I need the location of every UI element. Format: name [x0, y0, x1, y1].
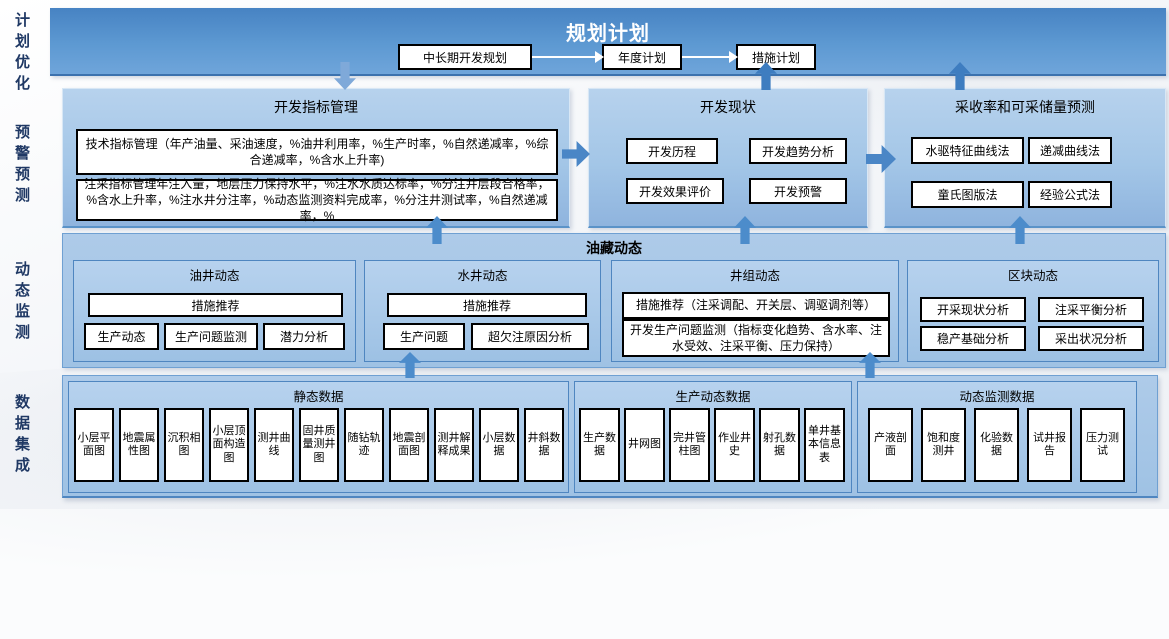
- dev-warning-box: 开发预警: [749, 178, 847, 204]
- data-cell: 饱和度测井: [921, 408, 966, 482]
- oil-well-dynamics-title: 油井动态: [189, 269, 240, 283]
- waterdrive-curve-box: 水驱特征曲线法: [911, 137, 1024, 164]
- data-cell: 地震剖面图: [389, 408, 429, 482]
- monitoring-data-section: 动态监测数据 产液剖面 饱和度测井 化验数据 试井报告 压力测试: [857, 381, 1137, 493]
- data-cell: 测井解释成果: [434, 408, 474, 482]
- well-group-dynamics-title: 井组动态: [729, 269, 780, 283]
- data-cell: 生产数据: [579, 408, 620, 482]
- block-recovery-status-box: 开采现状分析: [920, 297, 1026, 322]
- water-injection-cause-box: 超欠注原因分析: [471, 323, 589, 350]
- block-output-status-box: 采出状况分析: [1038, 326, 1144, 351]
- block-stable-base-box: 稳产基础分析: [920, 326, 1026, 351]
- development-status-title: 开发现状: [700, 99, 756, 115]
- development-status-panel: 开发现状 开发历程 开发趋势分析 开发效果评价 开发预警: [588, 88, 868, 228]
- data-cell: 完井管柱图: [669, 408, 710, 482]
- data-cell: 小层平面图: [74, 408, 114, 482]
- static-data-title: 静态数据: [293, 390, 344, 404]
- step-longterm-plan: 中长期开发规划: [398, 44, 532, 70]
- water-production-problem-box: 生产问题: [383, 323, 465, 350]
- recovery-prediction-title: 采收率和可采储量预测: [955, 99, 1095, 115]
- oil-potential-analysis-box: 潜力分析: [263, 323, 345, 350]
- recovery-prediction-panel: 采收率和可采储量预测 水驱特征曲线法 递减曲线法 童氏图版法 经验公式法: [884, 88, 1166, 228]
- data-cell: 井网图: [624, 408, 665, 482]
- data-cell: 随钻轨迹: [344, 408, 384, 482]
- monitoring-data-title: 动态监测数据: [959, 390, 1035, 404]
- sidebar-label-data-integration: 数据集成: [13, 394, 30, 478]
- data-cell: 产液剖面: [868, 408, 913, 482]
- data-cell: 压力测试: [1080, 408, 1125, 482]
- production-data-cells: 生产数据 井网图 完井管柱图 作业井史 射孔数据 单井基本信息表: [579, 408, 845, 482]
- reservoir-dynamics-band: 油藏动态 油井动态 措施推荐 生产动态 生产问题监测 潜力分析 水井动态 措施推…: [62, 233, 1166, 368]
- static-data-cells: 小层平面图 地震属性图 沉积相图 小层顶面构造图 测井曲线 固井质量测井图 随钻…: [74, 408, 564, 482]
- dev-history-box: 开发历程: [626, 138, 718, 164]
- well-group-dynamics-panel: 井组动态 措施推荐（注采调配、开关层、调驱调剂等） 开发生产问题监测（指标变化趋…: [611, 260, 899, 362]
- data-cell: 小层数据: [479, 408, 519, 482]
- water-well-dynamics-panel: 水井动态 措施推荐 生产问题 超欠注原因分析: [364, 260, 601, 362]
- water-measure-recommend-box: 措施推荐: [387, 293, 587, 317]
- data-cell: 试井报告: [1027, 408, 1072, 482]
- block-dynamics-title: 区块动态: [1007, 269, 1058, 283]
- injection-indicator-box: 注采指标管理年注入量，地层压力保持水平，%注水水质达标率，%分注井层段合格率，%…: [76, 177, 558, 223]
- dev-effect-box: 开发效果评价: [626, 178, 724, 204]
- data-cell: 地震属性图: [119, 408, 159, 482]
- group-problem-monitor-box: 开发生产问题监测（指标变化趋势、含水率、注水受效、注采平衡、压力保持）: [622, 319, 890, 357]
- block-injection-balance-box: 注采平衡分析: [1038, 297, 1144, 322]
- step-measure-plan: 措施计划: [736, 44, 816, 70]
- step-annual-plan: 年度计划: [602, 44, 682, 70]
- sidebar-label-plan-optimization: 计划优化: [13, 12, 30, 96]
- data-cell: 单井基本信息表: [804, 408, 845, 482]
- dev-trend-box: 开发趋势分析: [749, 138, 847, 164]
- tong-chart-box: 童氏图版法: [911, 181, 1024, 208]
- sidebar-label-warning-forecast: 预警预测: [13, 124, 30, 208]
- oil-problem-monitor-box: 生产问题监测: [164, 323, 258, 350]
- indicator-management-title: 开发指标管理: [274, 99, 358, 115]
- data-cell: 小层顶面构造图: [209, 408, 249, 482]
- step-arrow-right-icon: [532, 51, 604, 63]
- data-cell: 作业井史: [714, 408, 755, 482]
- block-dynamics-panel: 区块动态 开采现状分析 注采平衡分析 稳产基础分析 采出状况分析: [907, 260, 1159, 362]
- diagram-canvas: 计划优化 预警预测 动态监测 数据集成 规划计划 中长期开发规划 年度计划 措施…: [0, 0, 1169, 509]
- oil-production-dynamics-box: 生产动态: [84, 323, 159, 350]
- planning-band: 规划计划 中长期开发规划 年度计划 措施计划: [50, 8, 1166, 76]
- oil-measure-recommend-box: 措施推荐: [88, 293, 343, 317]
- data-cell: 沉积相图: [164, 408, 204, 482]
- technical-indicator-box: 技术指标管理（年产油量、采油速度，%油井利用率，%生产时率，%自然递减率，%综合…: [76, 129, 558, 175]
- decline-curve-box: 递减曲线法: [1028, 137, 1112, 164]
- oil-well-dynamics-panel: 油井动态 措施推荐 生产动态 生产问题监测 潜力分析: [73, 260, 356, 362]
- planning-steps: 中长期开发规划 年度计划 措施计划: [398, 44, 816, 70]
- water-well-dynamics-title: 水井动态: [457, 269, 508, 283]
- data-cell: 测井曲线: [254, 408, 294, 482]
- data-cell: 化验数据: [974, 408, 1019, 482]
- production-data-section: 生产动态数据 生产数据 井网图 完井管柱图 作业井史 射孔数据 单井基本信息表: [574, 381, 852, 493]
- reservoir-dynamics-title: 油藏动态: [586, 240, 642, 256]
- indicator-management-panel: 开发指标管理 技术指标管理（年产油量、采油速度，%油井利用率，%生产时率，%自然…: [62, 88, 570, 228]
- data-integration-band: 静态数据 小层平面图 地震属性图 沉积相图 小层顶面构造图 测井曲线 固井质量测…: [62, 375, 1158, 498]
- static-data-section: 静态数据 小层平面图 地震属性图 沉积相图 小层顶面构造图 测井曲线 固井质量测…: [68, 381, 569, 493]
- step-arrow-right-icon: [682, 51, 738, 63]
- monitoring-data-cells: 产液剖面 饱和度测井 化验数据 试井报告 压力测试: [868, 408, 1125, 482]
- group-measure-recommend-box: 措施推荐（注采调配、开关层、调驱调剂等）: [622, 292, 890, 319]
- empirical-formula-box: 经验公式法: [1028, 181, 1112, 208]
- data-cell: 井斜数据: [524, 408, 564, 482]
- planning-band-title: 规划计划: [566, 23, 650, 45]
- data-cell: 固井质量测井图: [299, 408, 339, 482]
- production-data-title: 生产动态数据: [675, 390, 751, 404]
- sidebar-label-dynamic-monitoring: 动态监测: [13, 261, 30, 345]
- data-cell: 射孔数据: [759, 408, 800, 482]
